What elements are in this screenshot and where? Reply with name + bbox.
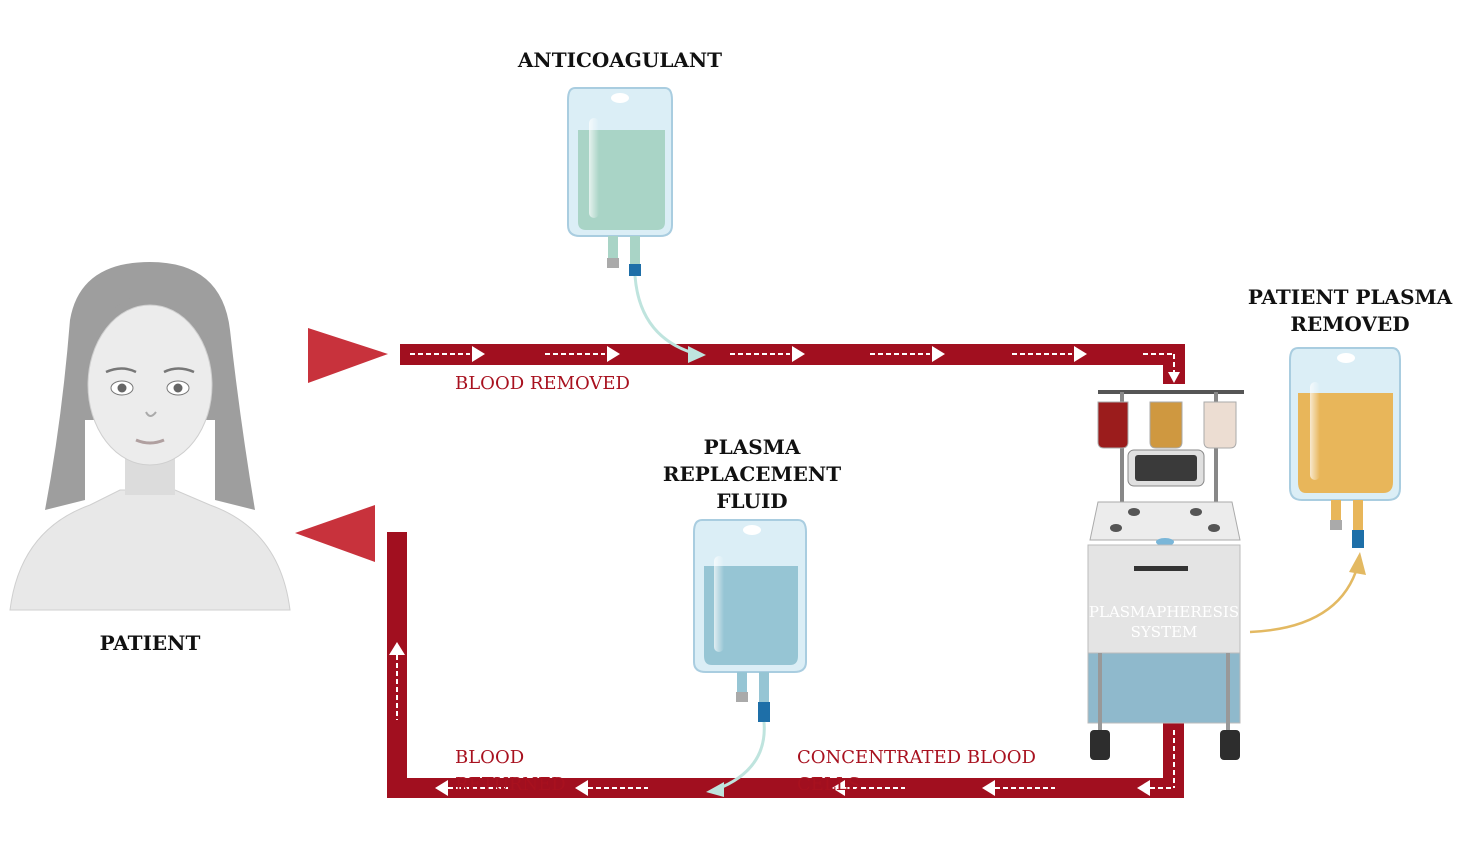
patient-label: PATIENT — [99, 631, 201, 655]
patient-plasma-removed-label-line1: PATIENT PLASMA — [1247, 285, 1453, 309]
patient-plasma-removed-label-line2: REMOVED — [1290, 312, 1410, 336]
anticoagulant-bag — [567, 87, 706, 363]
blood-returned-tube — [387, 532, 1184, 798]
plasma-replacement-label-line3: FLUID — [716, 489, 788, 513]
blood-removed-label: BLOOD REMOVED — [455, 373, 630, 394]
patient-illustration — [9, 262, 291, 611]
inflow-arrowhead — [295, 505, 375, 562]
blood-removed-tube — [400, 344, 1185, 384]
system-label-line2: SYSTEM — [1130, 623, 1198, 641]
plasmapheresis-machine — [1087, 390, 1244, 760]
replacement-fluid-bag — [693, 519, 807, 797]
blood-returned-label: BLOOD RETURNED — [455, 747, 566, 795]
plasma-replacement-label-line1: PLASMA — [703, 435, 801, 459]
concentrated-blood-cells-label: CONCENTRATED BLOOD CELLS — [797, 747, 1036, 795]
system-label-line1: PLASMAPHERESIS — [1088, 603, 1240, 621]
outflow-arrowhead — [308, 328, 388, 383]
anticoagulant-label: ANTICOAGULANT — [517, 48, 723, 72]
plasma-replacement-label-line2: REPLACEMENT — [662, 462, 842, 486]
plasma-collection-bag — [1249, 347, 1401, 634]
